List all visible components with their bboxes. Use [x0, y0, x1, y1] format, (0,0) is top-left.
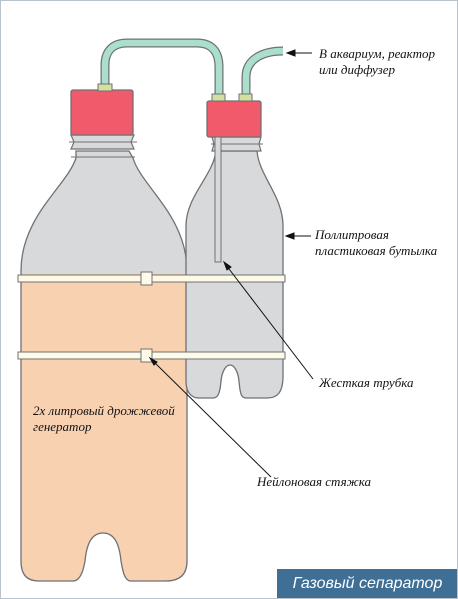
yeast-liquid	[21, 273, 187, 581]
rigid-tube-label: Жесткая трубка	[319, 375, 414, 390]
zip-tie-label: Нейлоновая стяжка	[257, 474, 371, 489]
hose-connecting	[100, 38, 224, 94]
generator-bottle	[20, 83, 188, 582]
rigid-tube	[214, 136, 222, 263]
leader-arrows	[148, 49, 314, 478]
outlet-label: В аквариум, реактор или диффузер	[319, 46, 435, 77]
generator-label: 2х литровый дрожжевой генератор	[33, 403, 175, 434]
caption-banner: Газовый сепаратор	[277, 569, 457, 598]
generator-cap	[70, 89, 134, 136]
zip-tie-upper	[17, 271, 286, 286]
separator-cap	[206, 100, 262, 138]
small-bottle-label: Поллитровая пластиковая бутылка	[315, 227, 438, 258]
